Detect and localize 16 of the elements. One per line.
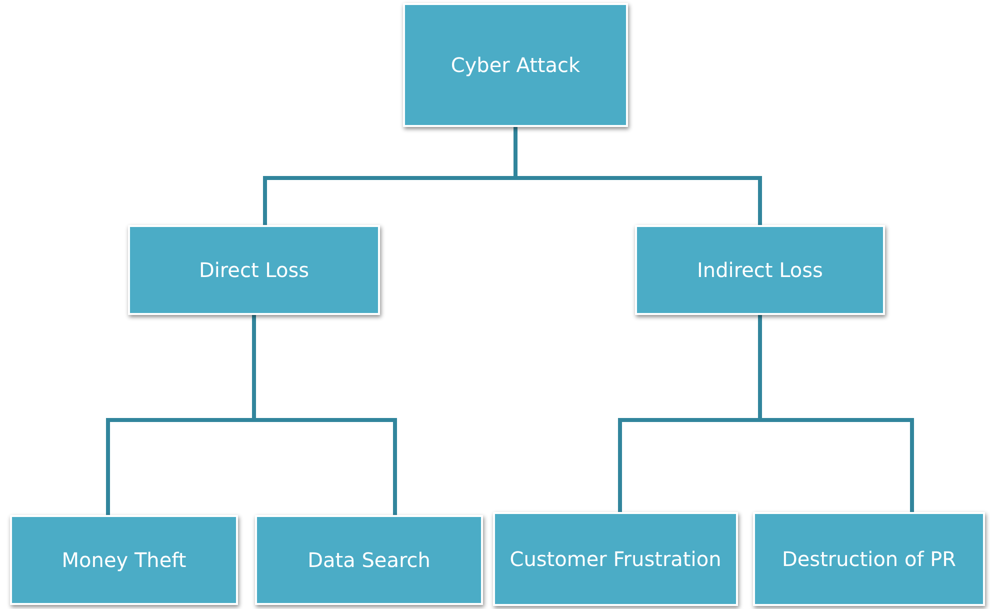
box-label: Customer Frustration	[508, 546, 722, 572]
box-label: Cyber Attack	[450, 52, 582, 78]
process-box	[255, 515, 483, 605]
box-label: Money Theft	[60, 546, 188, 574]
box-label: Data Search	[306, 546, 432, 574]
process-box	[128, 225, 380, 315]
process-box	[753, 512, 985, 606]
box-label: Indirect Loss	[696, 256, 824, 284]
process-box	[403, 3, 628, 127]
process-box	[493, 512, 738, 606]
process-box	[10, 515, 238, 605]
box-label: Direct Loss	[198, 256, 310, 284]
connector-line	[252, 315, 397, 515]
box-label: Destruction of PR	[780, 546, 958, 572]
process-box	[635, 225, 885, 315]
connector-line	[514, 127, 762, 225]
